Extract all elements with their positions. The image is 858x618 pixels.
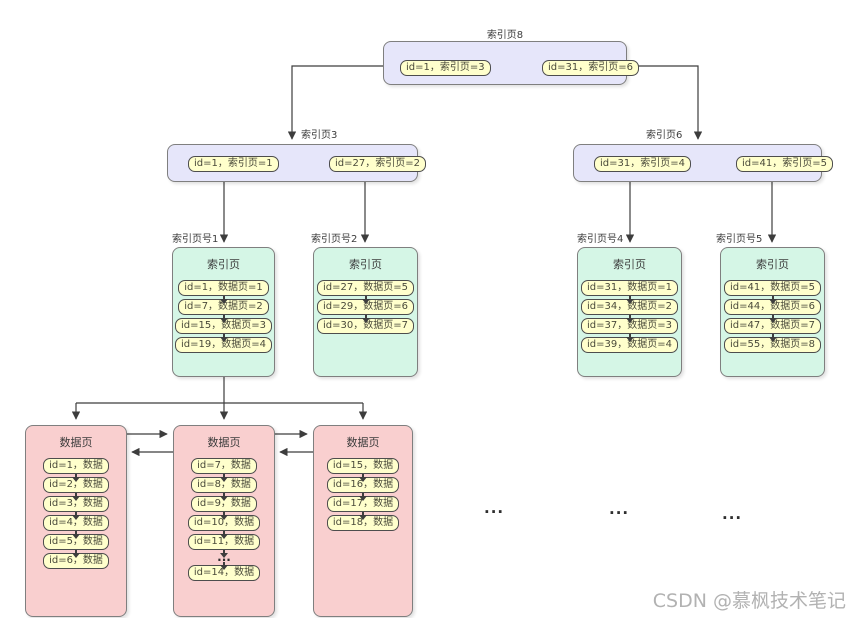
down-arrow-icon (361, 296, 370, 304)
data-row-pill: id=7，数据 (191, 458, 257, 474)
leaf-index-page1-box: 索引页 id=1，数据页=1 id=7，数据页=2 id=15，数据页=3 id… (172, 247, 275, 377)
data-page3-box: 数据页 id=15，数据 id=16，数据 id=17，数据 id=18，数据 (313, 425, 413, 617)
leaf-index-page1-header: 索引页 (207, 258, 240, 271)
csdn-watermark: CSDN @慕枫技术笔记 (652, 590, 846, 612)
down-arrow-icon (220, 562, 228, 570)
data-page1-box: 数据页 id=1，数据 id=2，数据 id=3，数据 id=4，数据 id=5… (25, 425, 127, 617)
index-entry-pill: id=31，数据页=1 (581, 280, 678, 296)
down-arrow-icon (72, 512, 80, 520)
leaf-index-page5-header: 索引页 (756, 258, 789, 271)
data-page2-header: 数据页 (207, 436, 241, 449)
index-entry-pill: id=1，数据页=1 (178, 280, 269, 296)
index-entry-pill: id=41，索引页=5 (736, 156, 833, 172)
leaf-index-page4-label: 索引页号4 (577, 234, 624, 245)
index-entry-pill: id=31，索引页=6 (542, 60, 639, 76)
down-arrow-icon (220, 493, 228, 501)
index-page6-box: id=31，索引页=4 id=41，索引页=5 (573, 144, 833, 182)
down-arrow-icon (72, 531, 80, 539)
down-arrow-icon (72, 493, 80, 501)
down-arrow-icon (219, 296, 228, 304)
index-entry-pill: id=1，索引页=1 (188, 156, 279, 172)
root-index-page-label: 索引页8 (486, 30, 524, 41)
data-page2-box: 数据页 id=7，数据 id=8，数据 id=9，数据 id=10，数据 id=… (173, 425, 275, 617)
data-row-pill: id=15，数据 (326, 458, 400, 474)
data-row-pill: id=1，数据 (43, 458, 109, 474)
index-entry-pill: id=27，索引页=2 (329, 156, 426, 172)
leaf-index-page2-header: 索引页 (349, 258, 382, 271)
data-page3-header: 数据页 (346, 436, 380, 449)
index-entry-pill: id=1，索引页=3 (400, 60, 491, 76)
down-arrow-icon (625, 315, 634, 323)
down-arrow-icon (625, 296, 634, 304)
down-arrow-icon (768, 334, 777, 342)
index-page6-label: 索引页6 (646, 130, 683, 141)
down-arrow-icon (72, 550, 80, 558)
down-arrow-icon (359, 493, 367, 501)
leaf-index-page4-box: 索引页 id=31，数据页=1 id=34，数据页=2 id=37，数据页=3 … (577, 247, 682, 377)
index-entry-pill: id=31，索引页=4 (594, 156, 691, 172)
down-arrow-icon (768, 296, 777, 304)
down-arrow-icon (219, 315, 228, 323)
down-arrow-icon (768, 315, 777, 323)
more-pages-ellipsis: ... (484, 499, 505, 517)
down-arrow-icon (219, 334, 228, 342)
leaf-index-page5-label: 索引页号5 (716, 234, 763, 245)
more-pages-ellipsis: ... (722, 505, 743, 523)
down-arrow-icon (359, 474, 367, 482)
leaf-index-page5-box: 索引页 id=41，数据页=5 id=44，数据页=6 id=47，数据页=7 … (720, 247, 825, 377)
leaf-index-page4-header: 索引页 (613, 258, 646, 271)
leaf-index-page1-label: 索引页号1 (172, 234, 219, 245)
index-entry-pill: id=27，数据页=5 (317, 280, 414, 296)
root-index-page-box: id=1，索引页=3 id=31，索引页=6 (383, 41, 639, 85)
down-arrow-icon (72, 474, 80, 482)
index-entry-pill: id=41，数据页=5 (724, 280, 821, 296)
down-arrow-icon (361, 315, 370, 323)
data-page1-header: 数据页 (59, 436, 93, 449)
index-page3-label: 索引页3 (301, 130, 338, 141)
more-pages-ellipsis: ... (609, 500, 630, 518)
leaf-index-page2-label: 索引页号2 (311, 234, 358, 245)
down-arrow-icon (359, 512, 367, 520)
down-arrow-icon (220, 550, 228, 558)
down-arrow-icon (220, 512, 228, 520)
down-arrow-icon (220, 531, 228, 539)
index-page3-box: id=1，索引页=1 id=27，索引页=2 (167, 144, 426, 182)
down-arrow-icon (625, 334, 634, 342)
leaf-index-page2-box: 索引页 id=27，数据页=5 id=29，数据页=6 id=30，数据页=7 (313, 247, 418, 377)
down-arrow-icon (220, 474, 228, 482)
